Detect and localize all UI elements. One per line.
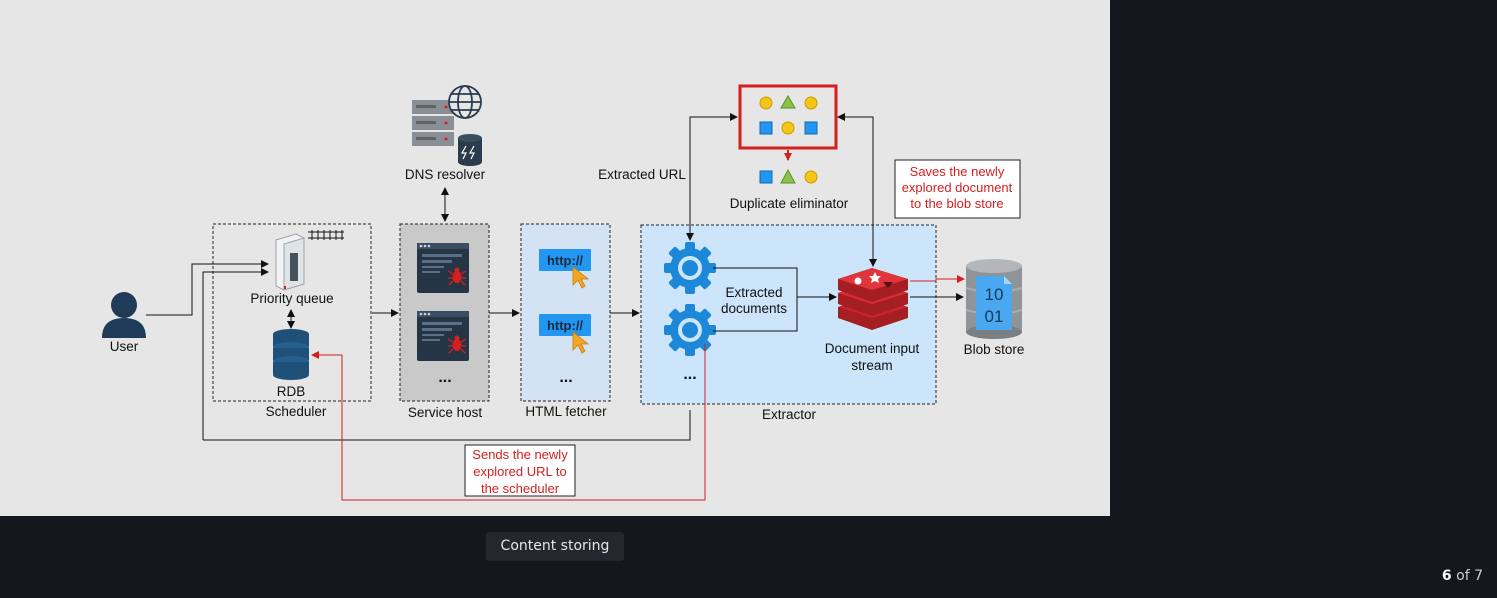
save-to-blob-red-arrow xyxy=(910,275,965,283)
extractor-gear-icon xyxy=(664,242,716,294)
extractor-merge-line xyxy=(713,267,798,332)
diagram-slide: User Priority queue RDB Scheduler xyxy=(0,0,1110,516)
scheduler-note-box xyxy=(464,444,576,497)
blob-note-text: Saves the newly xyxy=(910,164,1005,179)
priority-queue-icon xyxy=(275,233,305,291)
priority-queue-label: Priority queue xyxy=(250,291,333,306)
slide-caption: Content storing xyxy=(486,532,624,561)
document-stream-label: Document input xyxy=(825,341,920,356)
scheduler-box xyxy=(212,223,372,402)
crawler-worker-icon xyxy=(416,242,470,294)
extracted-documents-label: documents xyxy=(721,301,787,316)
scheduler-label: Scheduler xyxy=(266,404,327,419)
extractor-gear-icon xyxy=(664,304,716,356)
document-stream-label: stream xyxy=(851,358,892,373)
blob-note-box xyxy=(894,159,1021,219)
scheduler-note-text: explored URL to xyxy=(473,464,566,479)
extracted-url-arrow xyxy=(686,113,738,241)
extractor-return-line xyxy=(203,410,691,441)
html-fetcher-label: HTML fetcher xyxy=(525,404,607,419)
rdb-label: RDB xyxy=(277,384,306,399)
duplicate-eliminator-icon xyxy=(738,84,838,184)
dns-server-icon xyxy=(412,100,454,146)
queue-ladder-icon xyxy=(308,230,344,240)
extractor-label: Extractor xyxy=(762,407,817,422)
dedupe-stream-arrow xyxy=(837,113,877,267)
dns-resolver-label: DNS resolver xyxy=(405,167,486,182)
user-label: User xyxy=(110,339,139,354)
extracted-documents-label: Extracted xyxy=(725,285,782,300)
globe-icon xyxy=(448,85,482,119)
dns-cylinder-icon xyxy=(458,134,482,166)
slide-pager: 6 of 7 xyxy=(1442,568,1483,584)
http-label: http:// xyxy=(547,318,583,333)
user-icon xyxy=(102,292,146,338)
blob-store-icon xyxy=(965,259,1023,339)
pager-separator: of xyxy=(1456,568,1470,584)
system-diagram: User Priority queue RDB Scheduler xyxy=(102,84,1025,501)
redis-stream-icon xyxy=(838,268,908,330)
host-ellipsis: ... xyxy=(438,369,451,386)
extracted-url-label: Extracted URL xyxy=(598,167,686,182)
blob-store-label: Blob store xyxy=(964,342,1025,357)
http-label: http:// xyxy=(547,253,583,268)
rdb-database-icon xyxy=(273,329,309,380)
pager-current: 6 xyxy=(1441,568,1452,584)
scheduler-note-text: Sends the newly xyxy=(472,447,568,462)
fetcher-ellipsis: ... xyxy=(559,369,572,386)
blob-binary-digits: 10 xyxy=(985,285,1004,304)
extractor-to-queue-arrow xyxy=(202,268,269,440)
duplicate-eliminator-label: Duplicate eliminator xyxy=(730,196,849,211)
service-host-label: Service host xyxy=(408,405,483,420)
blob-binary-digits: 01 xyxy=(985,307,1004,326)
url-to-scheduler-red-arrow xyxy=(311,344,706,501)
extractor-ellipsis: ... xyxy=(683,366,696,383)
blob-note-text: to the blob store xyxy=(910,196,1003,211)
pager-total: 7 xyxy=(1474,568,1483,584)
user-to-queue-arrow xyxy=(146,260,269,316)
scheduler-note-text: the scheduler xyxy=(481,481,560,496)
blob-note-text: explored document xyxy=(902,180,1013,195)
crawler-worker-icon xyxy=(416,310,470,362)
